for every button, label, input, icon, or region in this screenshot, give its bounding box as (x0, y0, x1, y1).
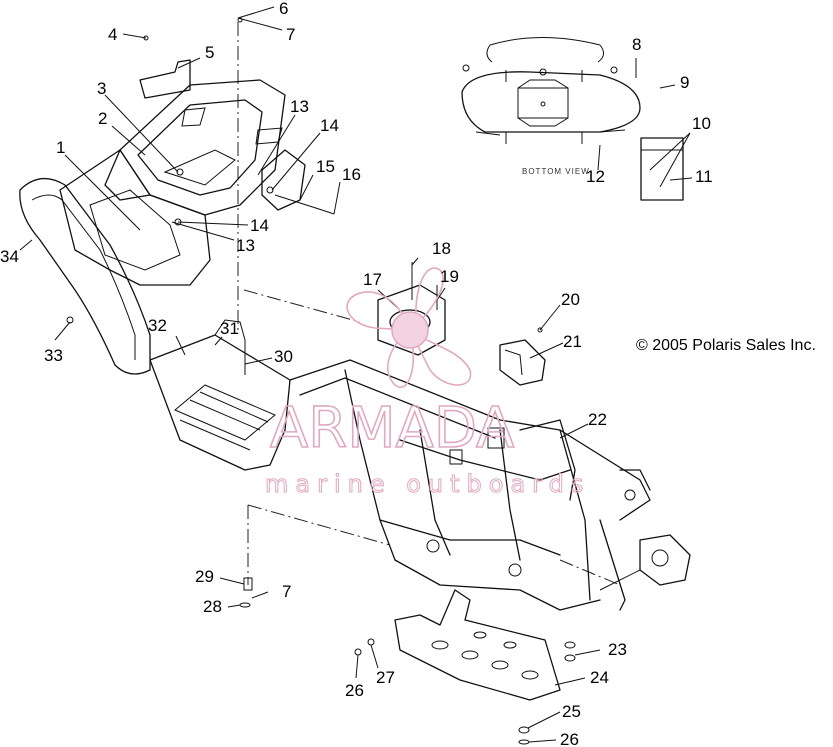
decal-note: BOTTOM VIEW (522, 167, 590, 176)
callout-11: 11 (695, 167, 713, 186)
copyright-notice: © 2005 Polaris Sales Inc. (636, 337, 816, 354)
decal-panel (461, 37, 641, 144)
callout-7-top: 7 (286, 25, 295, 44)
callout-31: 31 (220, 319, 239, 338)
callout-27: 27 (376, 668, 395, 687)
callout-26-left: 26 (345, 681, 364, 700)
watermark-logo (346, 267, 472, 388)
callout-26-bottom: 26 (560, 730, 579, 747)
callout-34: 34 (0, 247, 19, 266)
callout-4: 4 (108, 25, 117, 44)
skid-plate (394, 589, 561, 701)
callout-20: 20 (561, 290, 580, 309)
callout-16: 16 (342, 165, 361, 184)
callout-19: 19 (440, 267, 459, 286)
side-fender-panel (59, 149, 211, 286)
gearcase (599, 534, 691, 591)
panel-5 (139, 59, 191, 99)
callout-17: 17 (363, 270, 382, 289)
callout-3: 3 (97, 79, 106, 98)
callout-6: 6 (279, 0, 288, 18)
floorboard (66, 316, 291, 471)
main-frame (289, 359, 651, 611)
assembly-lines (237, 22, 621, 586)
callout-23: 23 (608, 640, 627, 659)
callout-14-top: 14 (320, 116, 339, 135)
callout-13-bottom: 13 (236, 236, 255, 255)
mount-bracket (499, 327, 546, 386)
callout-12: 12 (586, 167, 605, 186)
callout-8: 8 (632, 35, 641, 54)
callout-30: 30 (274, 347, 293, 366)
callout-18: 18 (432, 239, 451, 258)
callout-32: 32 (148, 316, 167, 335)
callout-13-top: 13 (290, 97, 309, 116)
watermark-tagline: marine outboards (265, 470, 590, 498)
callout-9: 9 (680, 73, 689, 92)
decal-plate (640, 137, 684, 201)
callout-2: 2 (98, 109, 107, 128)
callout-labels: 1 2 3 4 5 6 7 8 9 10 11 12 13 14 15 16 1… (0, 0, 713, 747)
callout-15: 15 (316, 157, 335, 176)
callout-33: 33 (44, 346, 63, 365)
callout-29: 29 (195, 567, 214, 586)
callout-24: 24 (590, 668, 609, 687)
callout-28: 28 (203, 597, 222, 616)
deflector-panel (19, 178, 151, 375)
callout-25: 25 (562, 702, 581, 721)
callout-21: 21 (563, 332, 582, 351)
callout-22: 22 (588, 410, 607, 429)
watermark-brand: ARMADA (270, 396, 514, 461)
leader-lines (19, 6, 693, 743)
callout-5: 5 (205, 43, 214, 62)
callout-14-bottom: 14 (250, 216, 269, 235)
callout-10: 10 (692, 114, 711, 133)
watermark: ARMADA marine outboards (265, 267, 590, 499)
rear-fender (104, 79, 286, 216)
callout-1: 1 (56, 138, 65, 157)
callout-7-bottom: 7 (282, 582, 291, 601)
